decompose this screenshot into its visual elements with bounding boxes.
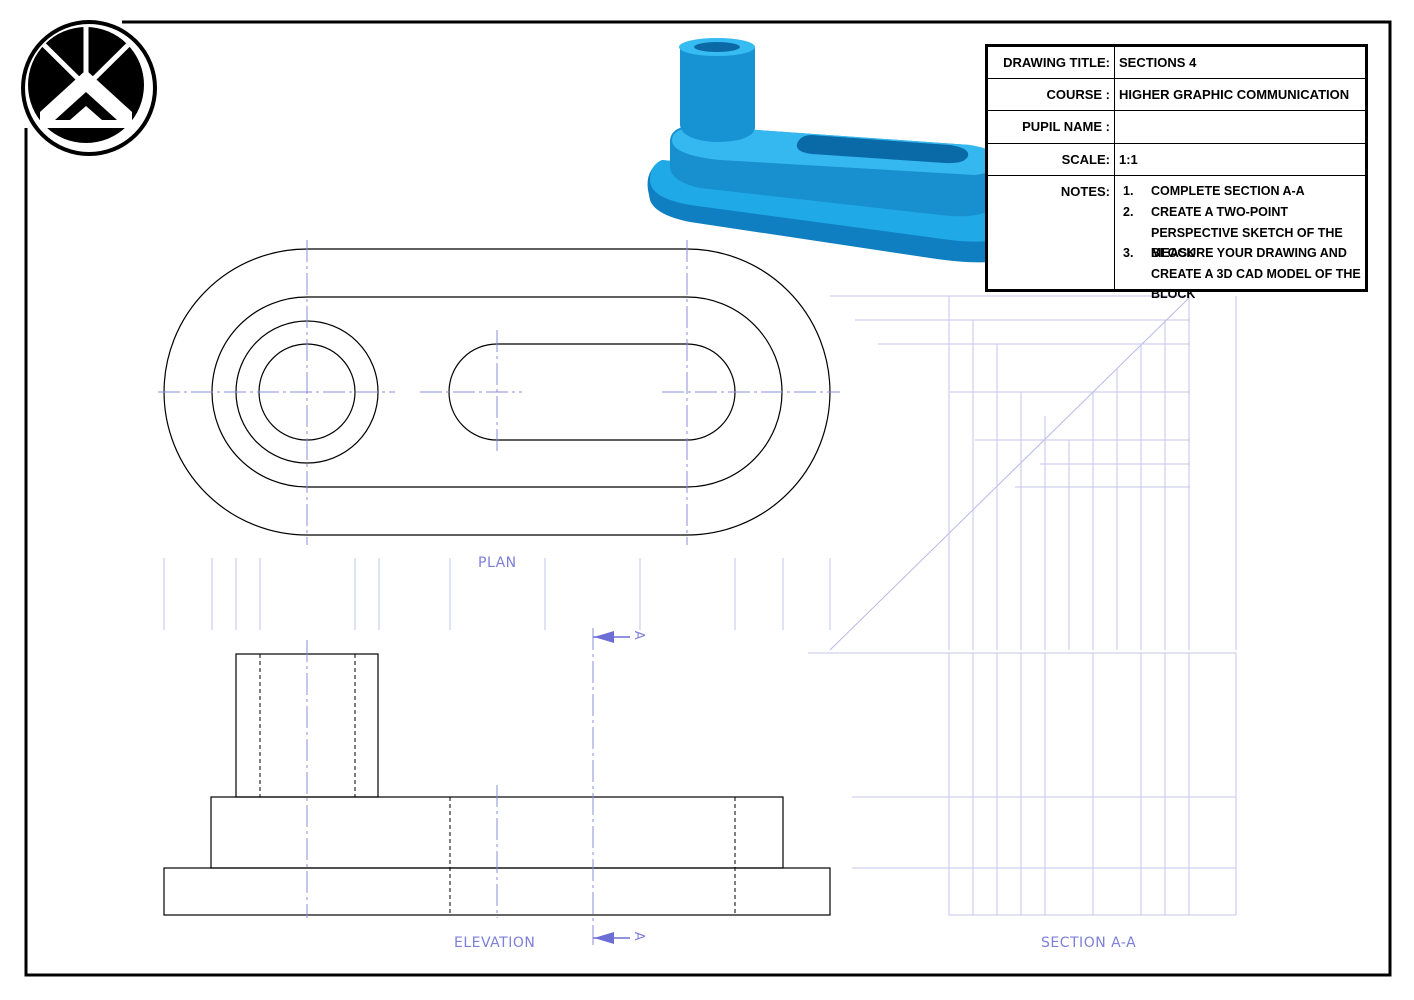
section-label: SECTION A-A xyxy=(1041,935,1137,951)
title-block-row: DRAWING TITLE: SECTIONS 4 xyxy=(988,47,1365,79)
cut-plane-letter-bottom: A xyxy=(631,931,647,942)
course-key: COURSE : xyxy=(988,79,1115,110)
pupil-name-key: PUPIL NAME : xyxy=(988,111,1115,143)
isometric-model-render xyxy=(647,38,1033,263)
logo-icon xyxy=(21,20,157,156)
title-block-row: COURSE : HIGHER GRAPHIC COMMUNICATION xyxy=(988,79,1365,111)
scale-key: SCALE: xyxy=(988,144,1115,175)
course-value: HIGHER GRAPHIC COMMUNICATION xyxy=(1119,87,1350,102)
title-block: DRAWING TITLE: SECTIONS 4 COURSE : HIGHE… xyxy=(985,44,1368,301)
title-block-row: SCALE: 1:1 xyxy=(988,144,1365,176)
elevation-hidden-lines xyxy=(259,654,736,915)
title-block-row: NOTES: 1. COMPLETE SECTION A-A 2. CREATE… xyxy=(988,176,1365,301)
notes-key: NOTES: xyxy=(988,176,1115,289)
projection-construction-lines xyxy=(163,295,1237,916)
note-number: 1. xyxy=(1123,184,1134,198)
plan-centre-lines xyxy=(158,240,840,545)
note-number: 2. xyxy=(1123,205,1134,219)
plan-label: PLAN xyxy=(478,555,517,571)
drawing-title-value: SECTIONS 4 xyxy=(1119,55,1197,70)
sheet-border xyxy=(24,20,1392,977)
elevation-centre-lines xyxy=(306,628,594,945)
drawing-title-key: DRAWING TITLE: xyxy=(988,47,1115,78)
title-block-row: PUPIL NAME : xyxy=(988,111,1365,144)
note-text: CREATE A TWO-POINT PERSPECTIVE SKETCH OF… xyxy=(1151,205,1343,260)
elevation-view xyxy=(163,653,831,916)
note-text: MEASURE YOUR DRAWING AND CREATE A 3D CAD… xyxy=(1151,246,1361,301)
section-arrow-icon xyxy=(593,631,630,944)
note-text: COMPLETE SECTION A-A xyxy=(1151,184,1305,198)
elevation-label: ELEVATION xyxy=(454,935,536,951)
note-number: 3. xyxy=(1123,246,1134,260)
scale-value: 1:1 xyxy=(1119,152,1138,167)
cut-plane-letter-top: A xyxy=(631,630,647,641)
